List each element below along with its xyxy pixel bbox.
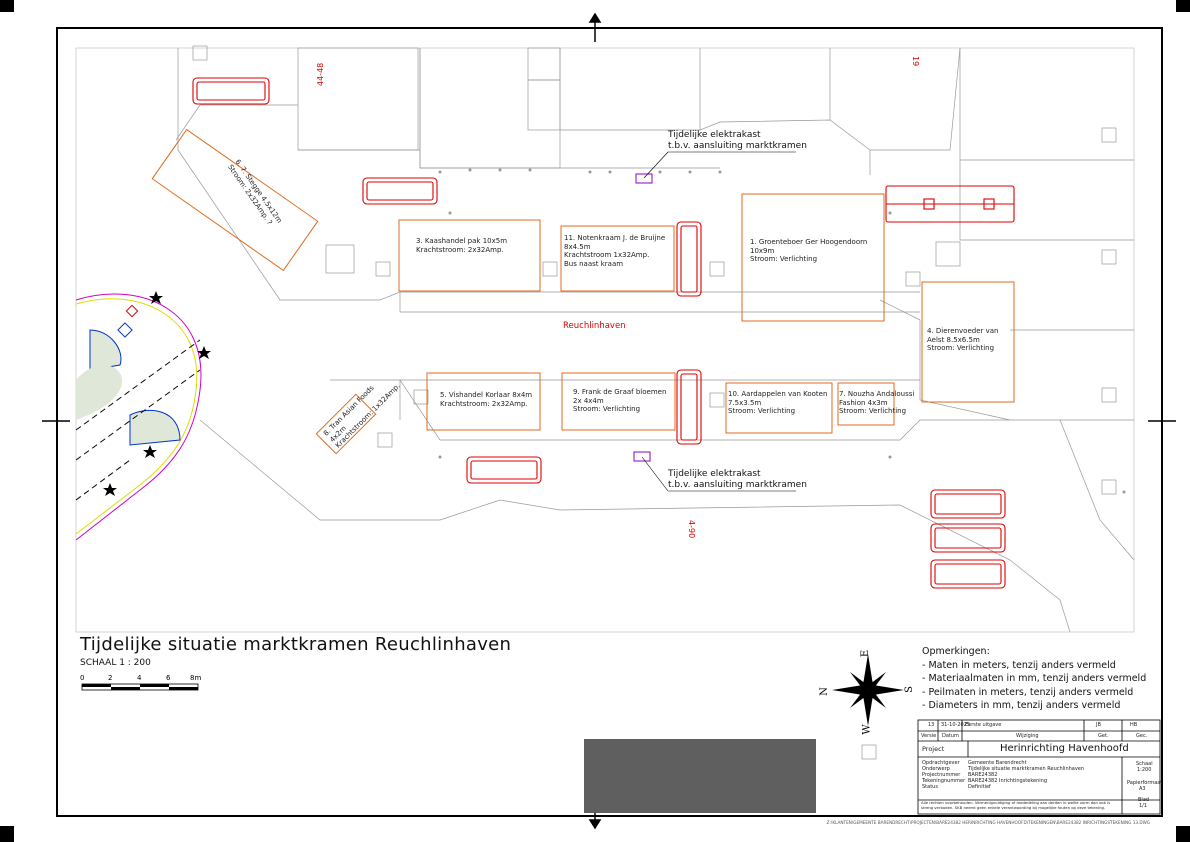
note-line: t.b.v. aansluiting marktkramen [668, 141, 807, 151]
elektrakast-bottom [633, 451, 651, 462]
stall-1-outline [741, 193, 885, 322]
rev-by: JB [1096, 722, 1101, 728]
tb-schaal: 1:200 [1137, 767, 1152, 773]
elektrakast-top-note: Tijdelijke elektrakast t.b.v. aansluitin… [668, 130, 807, 152]
tb-label-tekeningnummer: Tekeningnummer [922, 778, 966, 784]
house-number-44-48: 44-48 [316, 62, 325, 86]
rev-date: 31-10-2025 [941, 722, 971, 728]
rev-header-get: Get. [1098, 733, 1109, 739]
elektrakast-top [635, 173, 653, 184]
left-plaza [75, 291, 211, 541]
tb-label-projectnummer: Projectnummer [922, 772, 961, 778]
stall-label-11: 11. Notenkraam J. de Bruijne 8x4.5m Krac… [564, 234, 666, 268]
tb-value-onderwerp: Tijdelijke situatie marktkramen Reuchlin… [968, 766, 1085, 772]
stall-10-outline [725, 382, 833, 434]
stall-label-3: 3. Kaashandel pak 10x5m Krachtstroom: 2x… [416, 237, 508, 254]
rev-header-versie: Versie [921, 733, 937, 739]
rev-check: HB [1130, 722, 1138, 728]
remarks-item: - Peilmaten in meters, tenzij anders ver… [922, 686, 1134, 698]
leader-bottom [641, 456, 669, 492]
corner-mark [0, 826, 14, 842]
stall-6-outline [151, 128, 319, 272]
project-name: Herinrichting Havenhoofd [1000, 743, 1129, 754]
leader-top [643, 151, 669, 179]
tb-label-status: Status [922, 784, 938, 790]
compass-n: N [818, 687, 830, 696]
remarks-heading: Opmerkingen: [922, 646, 990, 657]
note-line: Tijdelijke elektrakast [668, 469, 761, 479]
tb-value-projectnummer: BARE24382 [968, 772, 998, 778]
note-line: Tijdelijke elektrakast [668, 130, 761, 140]
stall-label-1: 1. Groenteboer Ger Hoogendoorn 10x9m Str… [750, 238, 868, 263]
tb-value-status: Definitief [968, 784, 991, 790]
remarks: Opmerkingen: - Maten in meters, tenzij a… [922, 645, 1146, 713]
stall-label-10: 10. Aardappelen van Kooten 7.5x3.5m Stro… [728, 390, 828, 415]
elektrakast-bottom-note: Tijdelijke elektrakast t.b.v. aansluitin… [668, 469, 807, 491]
tb-value-tekeningnummer: BARE24382 Inrichtingstekening [968, 778, 1048, 784]
tb-formaat: A3 [1139, 786, 1146, 792]
rev-header-datum: Datum [942, 733, 959, 739]
drawing-area-frame [75, 47, 1135, 633]
file-path: Z:\KLANTEN\GEMEENTE BARENDRECHT\PROJECTE… [826, 820, 1150, 825]
rev-header-wijziging: Wijziging [1016, 733, 1039, 739]
compass-s: S [903, 686, 915, 693]
tb-blad-label: Blad [1138, 797, 1150, 803]
bollard-row [438, 168, 1126, 494]
drawing-title: Tijdelijke situatie marktkramen Reuchlin… [80, 634, 512, 655]
scale-label: SCHAAL 1 : 200 [80, 658, 151, 668]
stall-label-9: 9. Frank de Graaf bloemen 2x 4x4m Stroom… [573, 388, 667, 413]
house-number-4-90: 4-90 [687, 520, 696, 539]
tb-schaal-label: Schaal [1136, 761, 1153, 767]
corner-mark [1176, 0, 1190, 12]
stall-3-outline [398, 219, 541, 292]
scale-tick-6: 6 [166, 674, 171, 682]
scale-tick-2: 2 [108, 674, 113, 682]
base-map [175, 45, 1135, 760]
stall-8-outline [315, 393, 377, 455]
note-line: t.b.v. aansluiting marktkramen [668, 480, 807, 490]
tb-label-onderwerp: Onderwerp [922, 766, 950, 772]
project-label: Project [922, 745, 945, 753]
compass-w: W [861, 724, 873, 735]
stall-7-outline [837, 382, 895, 426]
tb-disclaimer: Alle rechten voorbehouden. Vermenigvuldi… [921, 800, 1111, 810]
stall-label-7: 7. Nouzha Andaloussi Fashion 4x3m Stroom… [839, 390, 915, 415]
center-mark-top [588, 12, 602, 42]
tb-blad: 1/1 [1139, 803, 1148, 809]
compass-rose [832, 654, 904, 726]
house-number-19: 19 [911, 56, 920, 67]
stall-4-outline [921, 281, 1015, 403]
street-name: Reuchlinhaven [563, 321, 626, 331]
tb-value-opdrachtgever: Gemeente Barendrecht [968, 760, 1027, 766]
stall-9-outline [561, 372, 676, 431]
scale-bar [81, 683, 199, 691]
sheet-frame [56, 27, 1163, 817]
scale-tick-8m: 8m [190, 674, 202, 682]
remarks-item: - Materiaalmaten in mm, tenzij anders ve… [922, 673, 1147, 685]
tb-formaat-label: Papierformaat [1127, 780, 1163, 786]
stall-11-outline [560, 225, 675, 292]
title-block-frame [584, 719, 1161, 815]
stall-label-4: 4. Dierenvoeder van Aelst 8.5x6.5m Stroo… [927, 327, 999, 352]
tb-label-opdrachtgever: Opdrachtgever [922, 760, 960, 766]
stall-outlines [151, 128, 1015, 455]
remarks-item: - Maten in meters, tenzij anders vermeld [922, 659, 1116, 671]
compass-e: E [860, 649, 872, 658]
rev-header-gec: Gec. [1136, 733, 1148, 739]
rev-desc: Eerste uitgave [965, 722, 1002, 728]
corner-mark [1176, 826, 1190, 842]
corner-mark [0, 0, 14, 12]
scale-tick-4: 4 [137, 674, 142, 682]
remarks-item: - Diameters in mm, tenzij anders vermeld [922, 700, 1121, 712]
rev-nr: 13 [928, 722, 935, 728]
stall-label-5: 5. Vishandel Korlaar 8x4m Krachtstroom: … [440, 391, 533, 408]
scale-tick-0: 0 [80, 674, 85, 682]
vehicles [192, 77, 1015, 589]
stall-5-outline [426, 372, 541, 431]
